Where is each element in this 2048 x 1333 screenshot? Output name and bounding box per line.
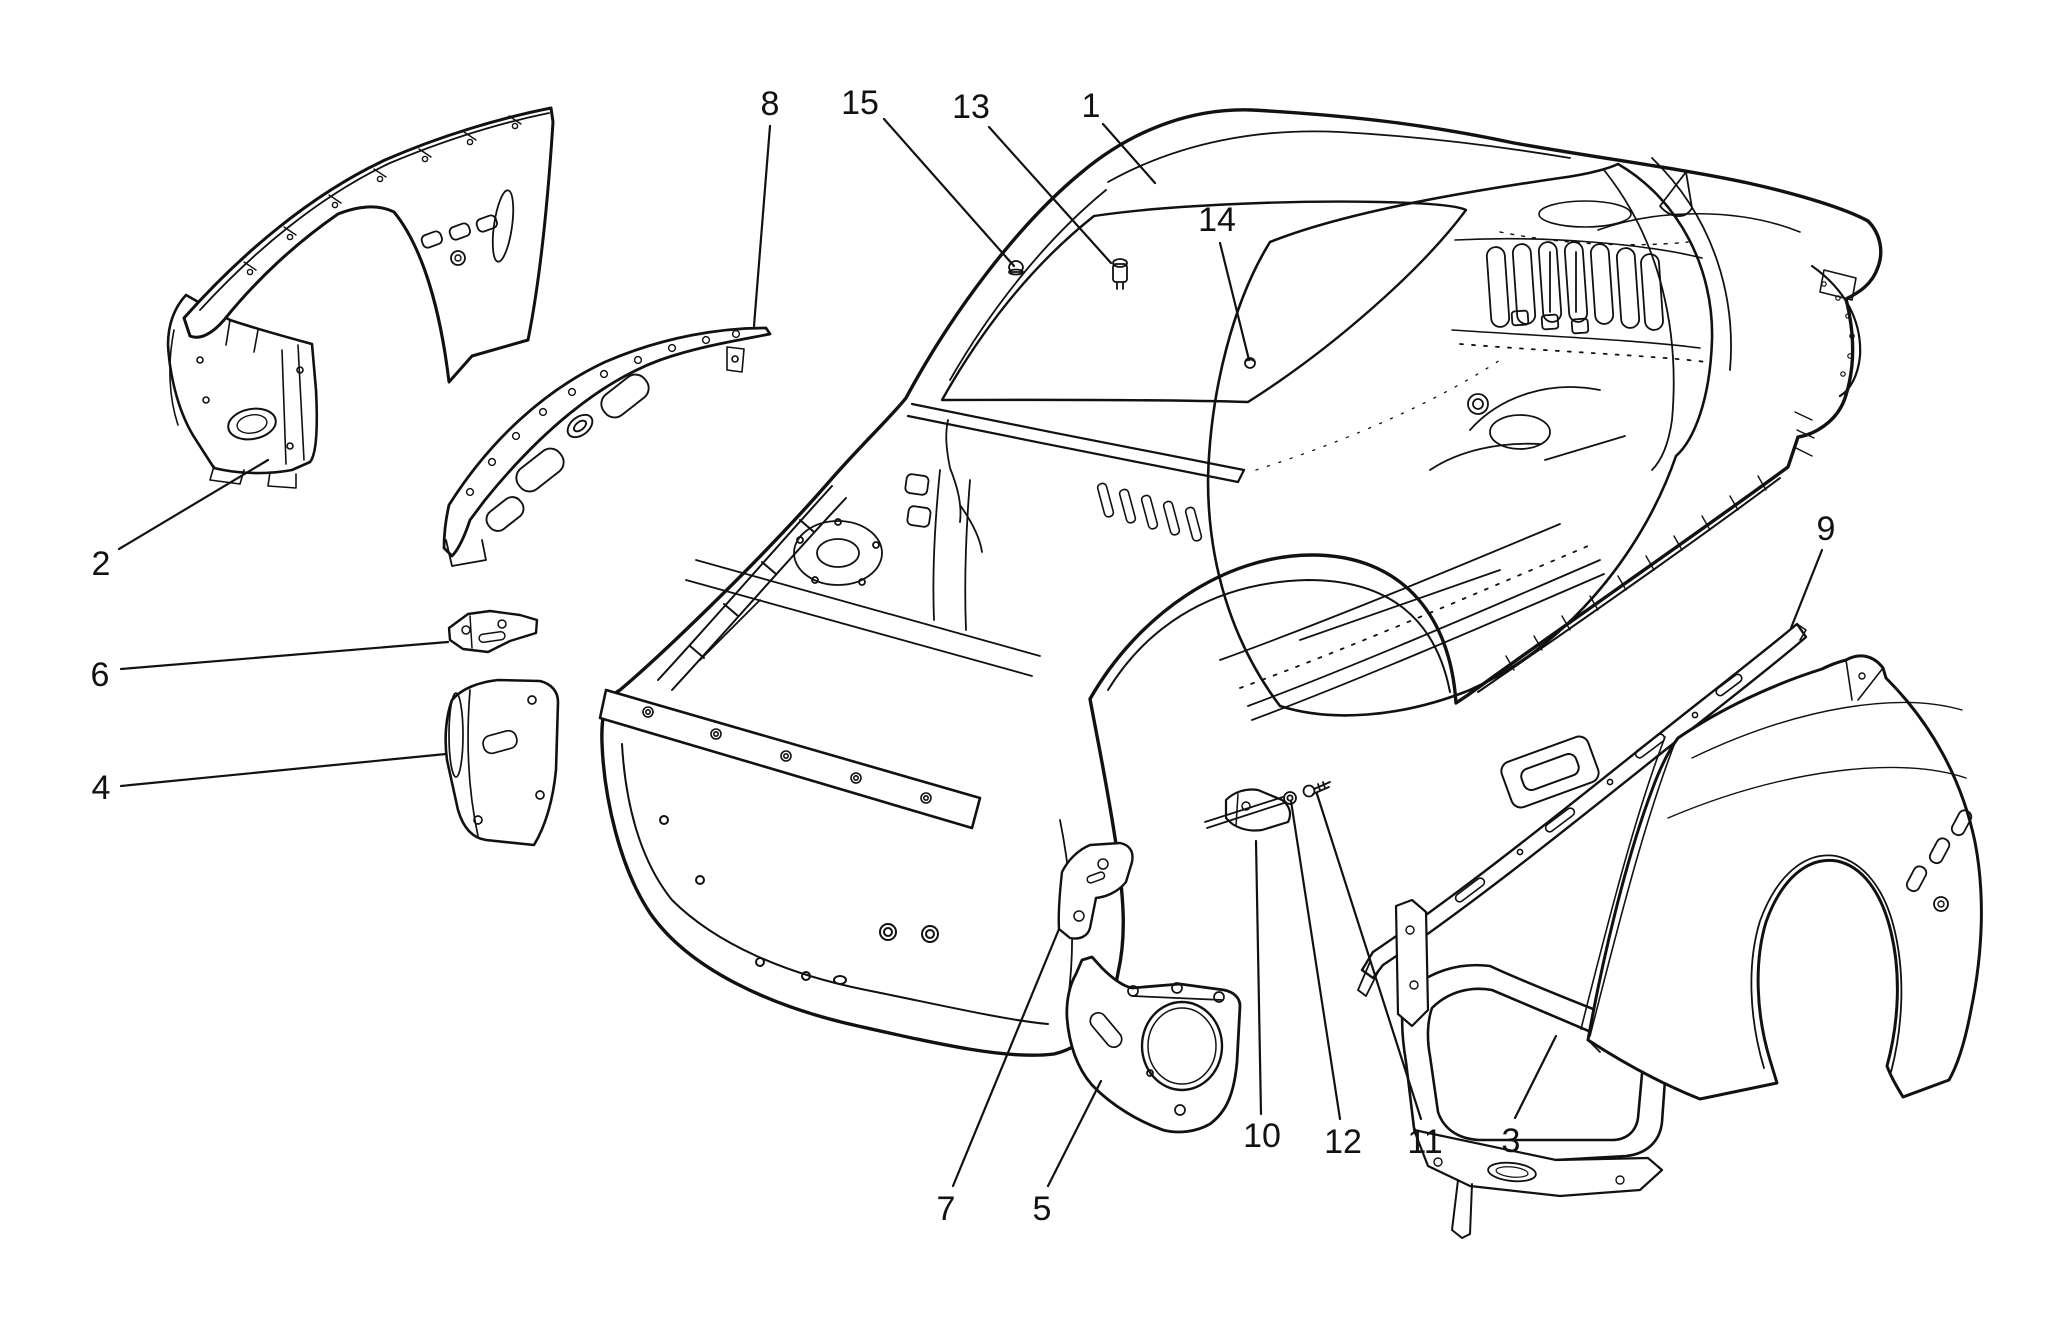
windshield-aperture [940,200,1468,404]
trunk-aperture [1597,212,1801,233]
callout-leader-3 [1513,1034,1558,1120]
door-aperture [1206,162,1714,717]
part-sill-trim-9 [1357,622,1808,997]
body-silhouette [600,108,1883,1057]
callout-leader-12 [1289,799,1342,1121]
callout-5: 5 [1033,1079,1103,1228]
rear-arch-inner [1810,264,1862,398]
part-bracket-6 [447,609,539,654]
callout-leader-1 [1101,122,1157,185]
callout-label-15: 15 [841,84,879,122]
rocker-hatch [1505,411,1815,671]
fender-flange-tabs [243,115,522,276]
fender-vents [420,214,498,249]
dash-slats [1096,482,1203,542]
callout-label-12: 12 [1324,1123,1362,1161]
part-front-fender-assembly-2 [166,106,555,489]
callout-14: 14 [1198,201,1251,362]
callout-10: 10 [1243,839,1281,1155]
callout-6: 6 [91,640,450,694]
callout-leader-4 [119,752,448,788]
callout-4: 4 [92,752,448,807]
rear-suspension-detail [1429,386,1626,471]
callout-2: 2 [92,458,270,583]
callout-leader-2 [117,458,270,551]
roof-inner-line [1107,130,1571,183]
engine-bay-rails [685,559,1074,1001]
callout-label-9: 9 [1817,510,1836,548]
callout-label-11: 11 [1407,1123,1442,1161]
callout-3: 3 [1502,1034,1558,1160]
fender-right-vents [1905,809,1973,893]
part-screw-14 [1244,357,1256,369]
bumper-beam [598,688,982,830]
fender-skin-2 [182,106,555,384]
callout-15: 15 [841,84,1016,268]
windshield-frame-channel [657,485,847,691]
callout-leader-9 [1789,548,1824,630]
part-front-fender-right-3 [1580,654,1983,1101]
front-arch-inner [1107,579,1451,693]
bulkhead-top-line [1454,237,1703,259]
callout-label-14: 14 [1198,201,1236,239]
rocker-inner-line [1477,477,1781,693]
a-pillar-inner-line [949,189,1107,381]
callout-leader-11 [1315,792,1423,1121]
callout-leader-14 [1218,241,1251,362]
callout-label-5: 5 [1033,1190,1052,1228]
part-bracket-10 [1224,788,1292,832]
rear-bulkhead-slats [1485,241,1664,335]
callout-11: 11 [1315,792,1443,1161]
wheelhouse-inner-2 [166,293,319,489]
callout-label-4: 4 [92,769,111,807]
shock-tower [793,518,883,586]
callout-leader-13 [987,125,1113,265]
callout-12: 12 [1289,799,1362,1161]
part-wheelhouse-panel-4 [444,678,560,847]
rear-arch-rivets [1821,281,1855,377]
callout-leader-7 [951,927,1061,1188]
sill-end-bracket [1500,735,1600,809]
callout-label-8: 8 [761,85,780,123]
part-clip-13 [1112,258,1128,290]
part-screw-11 [1302,781,1331,798]
parcel-shelf-oval [1538,200,1632,228]
callout-leader-10 [1254,839,1263,1116]
front-frame-loop [621,743,1049,1025]
callout-label-10: 10 [1243,1117,1281,1155]
callout-label-2: 2 [92,545,111,583]
part-pin-12 [1204,791,1297,829]
callout-8: 8 [752,85,780,328]
part-body-shell [598,108,1883,1057]
part-scuttle-panel-8 [442,326,772,567]
spotweld-line [1255,359,1501,471]
callout-leader-8 [752,124,772,328]
cowl-bar-lower [906,414,1246,484]
callout-label-13: 13 [952,88,990,126]
callout-7: 7 [937,927,1061,1228]
scuttle-flange-holes [465,329,741,497]
scuttle-tab [726,346,745,373]
part-mudguard-liner-5 [1065,955,1242,1134]
callout-leader-15 [882,117,1016,268]
callout-label-1: 1 [1082,87,1101,125]
callout-13: 13 [952,88,1113,265]
callout-label-6: 6 [91,656,110,694]
callout-label-7: 7 [937,1190,956,1228]
firewall-detail [904,419,983,631]
callout-label-3: 3 [1502,1122,1521,1160]
scuttle-holes [485,373,650,532]
callout-leader-5 [1046,1079,1103,1188]
callout-1: 1 [1082,87,1157,185]
shelf-rivet-line [1499,231,1689,246]
cowl-bar [910,402,1246,472]
bulkhead-shelf-line [1451,329,1701,349]
c-pillar-line [1651,157,1732,371]
callout-leader-6 [119,640,450,671]
callout-9: 9 [1789,510,1836,630]
